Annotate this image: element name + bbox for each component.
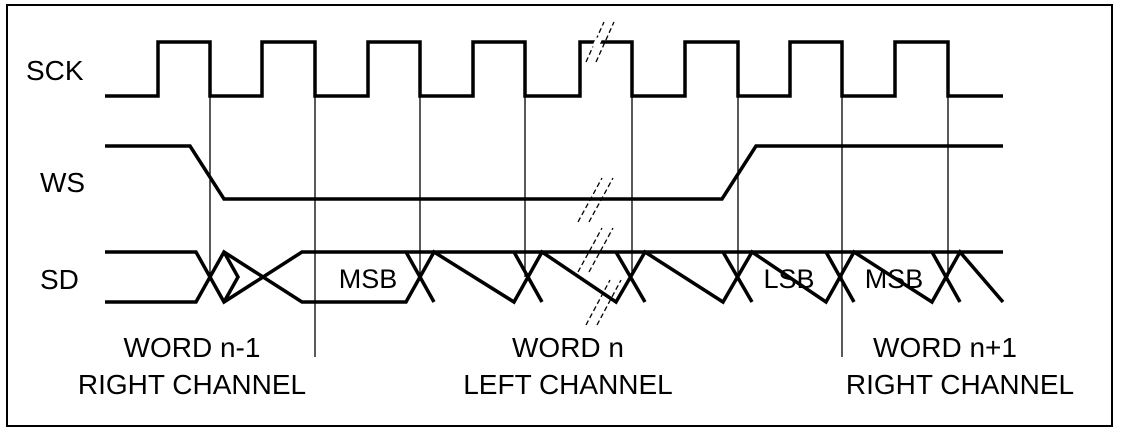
clock-edge-markers bbox=[209, 96, 949, 357]
msb-label-word-n: MSB bbox=[339, 264, 398, 294]
word-curr-label: WORD n bbox=[512, 332, 624, 363]
word-curr-channel: LEFT CHANNEL bbox=[463, 369, 673, 400]
word-next-label: WORD n+1 bbox=[873, 332, 1017, 363]
ws-waveform bbox=[105, 144, 1003, 201]
lsb-label-word-n: LSB bbox=[763, 264, 814, 294]
msb-label-word-n-plus-1: MSB bbox=[865, 264, 924, 294]
word-prev-channel: RIGHT CHANNEL bbox=[78, 369, 306, 400]
word-prev-label: WORD n-1 bbox=[124, 332, 261, 363]
word-next-channel: RIGHT CHANNEL bbox=[846, 369, 1074, 400]
ws-label: WS bbox=[40, 167, 85, 198]
diagram-frame bbox=[6, 4, 1113, 427]
sd-label: SD bbox=[40, 264, 79, 295]
break-marks bbox=[577, 21, 622, 326]
sd-bottom-line bbox=[105, 248, 1005, 305]
sck-label: SCK bbox=[26, 55, 84, 86]
sd-cell-1 bbox=[222, 251, 241, 303]
sck-waveform bbox=[105, 40, 1003, 98]
